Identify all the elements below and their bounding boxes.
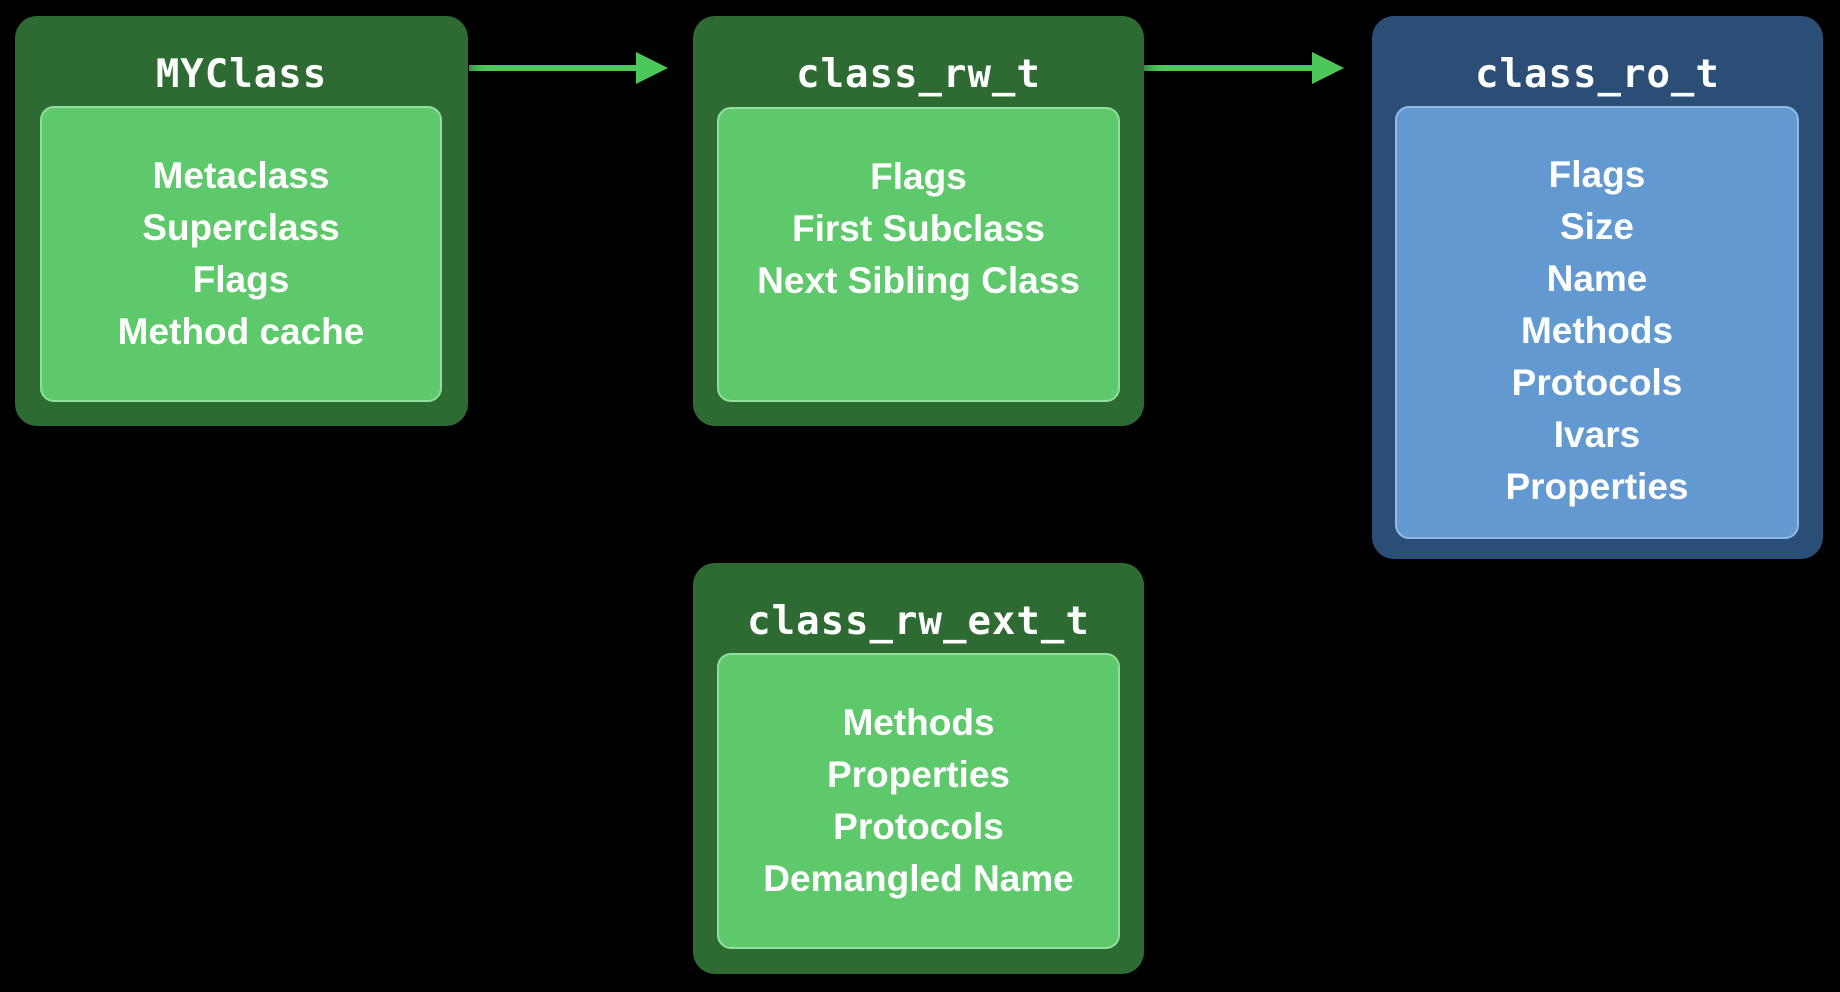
field-ivars: Ivars <box>1553 414 1641 455</box>
myclass-node: MYClass Metaclass Superclass Flags Metho… <box>15 16 468 426</box>
class-ro-t-title: class_ro_t <box>1475 52 1720 97</box>
class-rw-ext-t-title: class_rw_ext_t <box>747 599 1090 644</box>
field-protocols: Protocols <box>833 806 1004 847</box>
field-properties: Properties <box>1505 466 1689 507</box>
field-flags: Flags <box>192 259 290 300</box>
class-rw-t-fields: Flags First Subclass Next Sibling Class <box>717 107 1120 402</box>
class-rw-t-title: class_rw_t <box>796 52 1041 97</box>
field-flags: Flags <box>870 156 967 197</box>
field-methods: Methods <box>842 702 995 743</box>
class-ro-t-node: class_ro_t Flags Size Name Methods Proto… <box>1372 16 1823 559</box>
field-flags: Flags <box>1548 154 1646 195</box>
myclass-title: MYClass <box>155 52 328 97</box>
arrow-class-rw-t-to-class-ro-t <box>1144 52 1344 84</box>
myclass-fields: Metaclass Superclass Flags Method cache <box>40 106 442 402</box>
class-rw-t-node: class_rw_t Flags First Subclass Next Sib… <box>693 16 1144 426</box>
field-first-subclass: First Subclass <box>792 208 1045 249</box>
field-method-cache: Method cache <box>117 311 365 352</box>
field-size: Size <box>1559 206 1635 247</box>
class-rw-ext-t-node: class_rw_ext_t Methods Properties Protoc… <box>693 563 1144 974</box>
field-next-sibling-class: Next Sibling Class <box>757 260 1080 301</box>
arrow-myclass-to-class-rw-t <box>469 52 668 84</box>
field-demangled-name: Demangled Name <box>763 858 1074 899</box>
field-protocols: Protocols <box>1511 362 1683 403</box>
field-superclass: Superclass <box>142 207 340 248</box>
field-name: Name <box>1546 258 1648 299</box>
field-properties: Properties <box>826 754 1010 795</box>
field-methods: Methods <box>1520 310 1674 351</box>
class-rw-ext-t-fields: Methods Properties Protocols Demangled N… <box>717 653 1120 949</box>
field-metaclass: Metaclass <box>152 155 330 196</box>
class-ro-t-fields: Flags Size Name Methods Protocols Ivars … <box>1395 106 1799 539</box>
